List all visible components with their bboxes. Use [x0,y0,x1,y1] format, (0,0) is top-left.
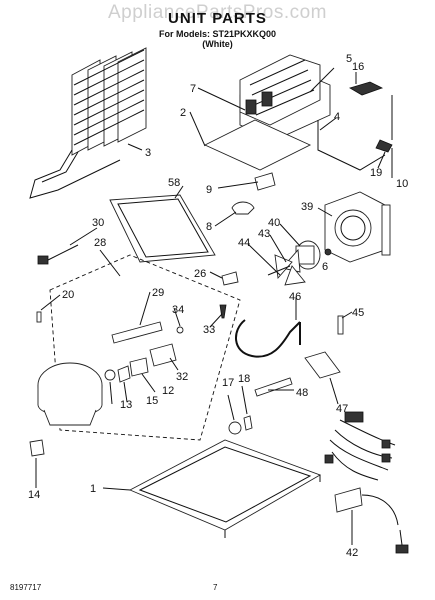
page-title: UNIT PARTS [168,10,267,27]
callout-19: 19 [370,167,382,179]
connector-30 [37,255,49,265]
callout-34: 34 [172,304,184,316]
callout-58: 58 [168,177,180,189]
callout-44: 44 [238,237,250,249]
hose-46 [235,319,301,358]
clip-26 [221,271,239,286]
callout-14: 14 [28,489,40,501]
bolt-20 [36,311,42,323]
bracket [254,172,276,191]
callout-6: 6 [322,261,328,273]
callout-45: 45 [352,307,364,319]
drier-48 [254,377,293,397]
callout-16: 16 [352,61,364,73]
callout-48: 48 [296,387,308,399]
callout-28: 28 [94,237,106,249]
base-frame [128,439,322,538]
callout-1: 1 [90,483,96,495]
callout-42: 42 [346,547,358,559]
callout-5: 5 [346,53,352,65]
callout-47: 47 [336,403,348,415]
callout-43: 43 [258,228,270,240]
models-line: For Models: ST21PKXKQ00 [158,29,277,39]
callout-13: 13 [120,399,132,411]
drain-trough [109,194,216,263]
grommet-14 [29,439,45,457]
clip-18 [243,415,253,431]
callout-2: 2 [180,107,186,119]
callout-numbers: 3 7 2 5 4 16 19 10 9 58 8 39 40 43 44 6 … [28,53,408,559]
grommet [231,201,255,215]
callout-46: 46 [289,291,301,303]
cover-15 [117,365,131,383]
callout-4: 4 [334,111,340,123]
callout-30: 30 [92,217,104,229]
callout-10: 10 [396,178,408,190]
fan-motor [267,240,332,286]
callout-7: 7 [190,83,196,95]
callout-15: 15 [146,395,158,407]
callout-12: 12 [162,385,174,397]
leader-lines [35,67,393,545]
footer-part-number: 8197717 [10,583,42,592]
callout-8: 8 [206,221,212,233]
callout-9: 9 [206,184,212,196]
callout-29: 29 [152,287,164,299]
callout-39: 39 [301,201,313,213]
callout-20: 20 [62,289,74,301]
capacitor-29 [111,321,163,344]
footer-page-number: 7 [213,583,218,592]
tube-45 [337,315,344,335]
condenser-coil [29,47,147,199]
drain-tray [349,81,384,96]
callout-33: 33 [203,324,215,336]
screw-33 [219,304,227,319]
callout-17: 17 [222,377,234,389]
overload-12 [129,357,149,377]
evaporator-assembly [203,54,331,171]
callout-40: 40 [268,217,280,229]
compressor [37,362,103,426]
compressor-group-box [49,254,241,441]
watermark: AppliancePartsPros.com [107,2,328,23]
clip [375,139,393,153]
callout-3: 3 [145,147,151,159]
callout-32: 32 [176,371,188,383]
screw-34 [176,326,184,334]
wire-lead [317,120,386,171]
tube-47 [304,351,341,379]
color-line: (White) [202,39,233,49]
clip-13 [104,369,116,381]
callout-18: 18 [238,373,250,385]
wiring-harness [324,411,409,554]
grommet-17 [228,421,242,435]
callout-26: 26 [194,268,206,280]
relay-32 [149,343,177,367]
